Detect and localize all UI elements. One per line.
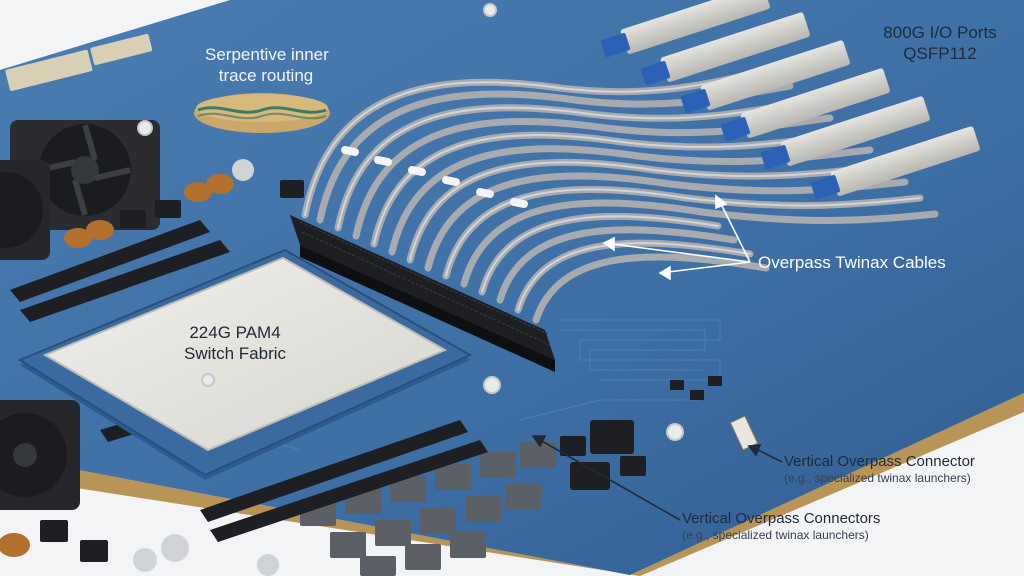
inductor-coils (0, 174, 234, 557)
label-io-ports-line1: 800G I/O Ports (883, 23, 997, 42)
callout-arrows-dark (531, 435, 783, 521)
label-connector-single-title: Vertical Overpass Connector (784, 453, 975, 470)
switch-chip-package (17, 248, 473, 480)
label-io-ports-line2: QSFP112 (903, 44, 977, 63)
label-serpentine-line1: Serpentive inner (205, 45, 329, 64)
label-twinax-text: Overpass Twinax Cables (758, 253, 946, 272)
label-connector-single: Vertical Overpass Connector (e.g., speci… (784, 452, 975, 486)
label-io-ports: 800G I/O Ports QSFP112 (870, 22, 1010, 64)
callout-arrows (602, 194, 751, 281)
label-chip-line1: 224G PAM4 (189, 323, 281, 342)
label-connector-single-sub: (e.g., specialized twinax launchers) (784, 471, 971, 485)
label-twinax: Overpass Twinax Cables (758, 252, 946, 273)
fan-bottom-left (0, 400, 80, 510)
label-connectors-plural-title: Vertical Overpass Connectors (682, 510, 881, 527)
label-serpentine-line2: trace routing (218, 66, 314, 85)
serpentine-cross-section (194, 93, 330, 133)
overpass-connector-array (290, 215, 555, 372)
small-components (40, 180, 722, 562)
label-connectors-plural-sub: (e.g., specialized twinax launchers) (682, 528, 869, 542)
label-chip: 224G PAM4 Switch Fabric (175, 322, 295, 364)
fan-mid-left (0, 160, 50, 260)
label-connectors-plural: Vertical Overpass Connectors (e.g., spec… (682, 509, 880, 543)
label-chip-line2: Switch Fabric (183, 344, 287, 363)
mounting-holes (137, 3, 684, 441)
qsfp112-modules (600, 0, 980, 200)
label-serpentine: Serpentive inner trace routing (205, 44, 329, 86)
top-left-connectors (5, 33, 153, 91)
capacitors (133, 159, 279, 576)
